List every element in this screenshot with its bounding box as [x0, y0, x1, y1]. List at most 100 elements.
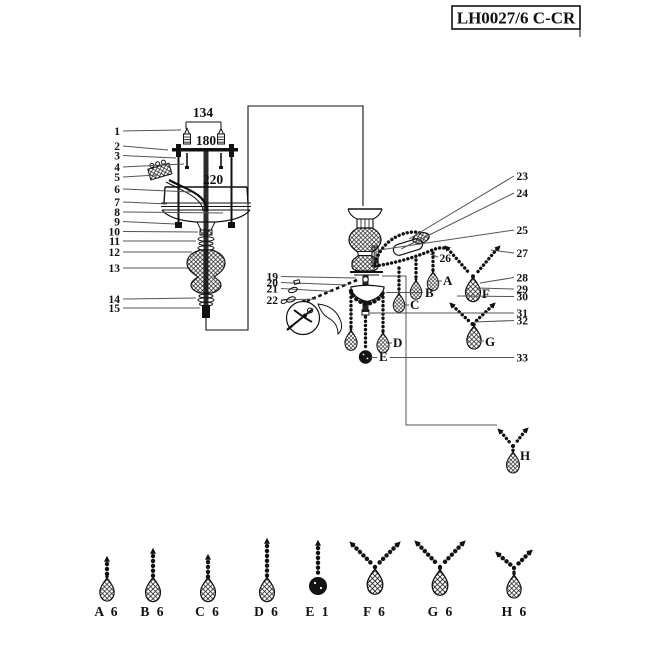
legend-item-F: F 6 [347, 539, 403, 619]
callout-28: 28 [517, 273, 529, 285]
hanging-eye [362, 276, 369, 283]
callout-22: 22 [267, 295, 279, 307]
letter-C: C [410, 297, 419, 312]
letter-B: B [425, 285, 434, 300]
center-bowl [348, 284, 387, 307]
callout-19: 19 [267, 272, 279, 284]
ceiling-canopy [161, 186, 251, 231]
dim-220: 220 [203, 172, 224, 187]
callout-13: 13 [109, 263, 121, 275]
letter-G: G [485, 334, 495, 349]
crystal-drop [199, 573, 217, 603]
fixture-canopy [347, 208, 383, 229]
crystal-drop [258, 573, 276, 603]
crystal-drop [506, 571, 522, 599]
callout-21: 21 [267, 284, 279, 296]
callout-24: 24 [517, 188, 529, 200]
finial-ball-E [358, 350, 373, 364]
crystal-drop [431, 565, 449, 596]
crystal-drop [344, 327, 358, 351]
wall-anchor-left [183, 127, 191, 145]
fixture-arm [373, 230, 449, 268]
part-letter-labels: A B C D E F G H [379, 273, 530, 463]
legend-item-G: G 6 [412, 538, 468, 619]
mounting-bracket [172, 144, 238, 228]
callout-frame [205, 105, 364, 331]
crystal-drop [144, 573, 162, 603]
garland-G [447, 300, 498, 350]
callout-32: 32 [517, 316, 529, 328]
legend-label-F: F 6 [363, 604, 387, 619]
callout-10: 10 [109, 227, 121, 239]
callout-20: 20 [267, 278, 279, 290]
terminal-block [147, 159, 173, 181]
callout-12: 12 [109, 247, 121, 259]
callout-8: 8 [114, 207, 120, 219]
crystal-drop [99, 574, 115, 602]
legend-label-G: G 6 [428, 604, 455, 619]
mount-screws [185, 153, 223, 169]
callout-7: 7 [114, 197, 120, 209]
callout-2: 2 [114, 141, 120, 153]
callout-4: 4 [114, 162, 120, 174]
parts-legend: A 6 B 6 C 6 D 6 E 1 [94, 537, 535, 619]
callout-31: 31 [517, 308, 529, 320]
callout-14: 14 [109, 294, 121, 306]
callout-3: 3 [114, 151, 120, 163]
callout-25: 25 [517, 225, 529, 237]
callout-6: 6 [114, 184, 120, 196]
pin-part-icon [293, 279, 301, 286]
letter-F: F [482, 286, 490, 301]
bottom-cap [361, 309, 370, 316]
legend-label-A: A 6 [94, 604, 119, 619]
mid-callout-labels: 19 20 21 22 [267, 272, 357, 307]
wall-anchor-right [217, 127, 225, 145]
legend-item-A: A 6 [94, 555, 119, 619]
chandelier-main-view [300, 208, 531, 474]
legend-item-B: B 6 [140, 547, 165, 619]
ring-part-icon [288, 286, 298, 294]
legend-item-C: C 6 [195, 553, 221, 619]
callout-30: 30 [517, 292, 529, 304]
crystal-drop-G [466, 322, 482, 350]
callout-11: 11 [109, 236, 120, 248]
callout-23: 23 [517, 171, 529, 183]
legend-label-H: H 6 [502, 604, 529, 619]
letter-H: H [520, 448, 530, 463]
legend-item-E: E 1 [305, 539, 330, 619]
crystal-drop [366, 564, 384, 595]
pointer-ribbon [317, 303, 343, 336]
crystal-drop-C [392, 290, 406, 313]
link-part-icon [280, 299, 288, 304]
legend-item-D: D 6 [254, 537, 280, 619]
callout-1: 1 [114, 126, 120, 138]
crystal-column [186, 249, 226, 294]
legend-item-H: H 6 [493, 547, 535, 619]
letter-A: A [443, 273, 453, 288]
dim-134: 134 [193, 105, 214, 120]
letter-D: D [393, 335, 402, 350]
title-box: LH0027/6 C-CR [451, 5, 581, 37]
callout-27: 27 [517, 248, 529, 260]
pliers-detail-bubble [285, 300, 343, 336]
garland-H [382, 275, 531, 474]
arm-chains [392, 251, 440, 313]
threaded-pipe [203, 150, 209, 305]
finial-ball [309, 577, 327, 595]
left-callout-labels: 1 2 3 4 5 6 7 8 9 10 11 12 13 14 15 [109, 126, 224, 315]
callout-33: 33 [517, 353, 529, 365]
right-callout-labels: 23 24 25 26 27 28 29 30 31 32 33 [370, 171, 528, 365]
model-number: LH0027/6 C-CR [457, 9, 576, 28]
dim-180: 180 [196, 133, 217, 148]
legend-label-E: E 1 [305, 604, 330, 619]
letter-E: E [379, 349, 388, 364]
callout-15: 15 [109, 303, 121, 315]
legend-label-B: B 6 [140, 604, 165, 619]
legend-label-D: D 6 [254, 604, 280, 619]
callout-26: 26 [440, 253, 452, 265]
mount-detail-view: 134 180 [147, 105, 251, 318]
legend-label-C: C 6 [195, 604, 221, 619]
callout-9: 9 [114, 217, 120, 229]
